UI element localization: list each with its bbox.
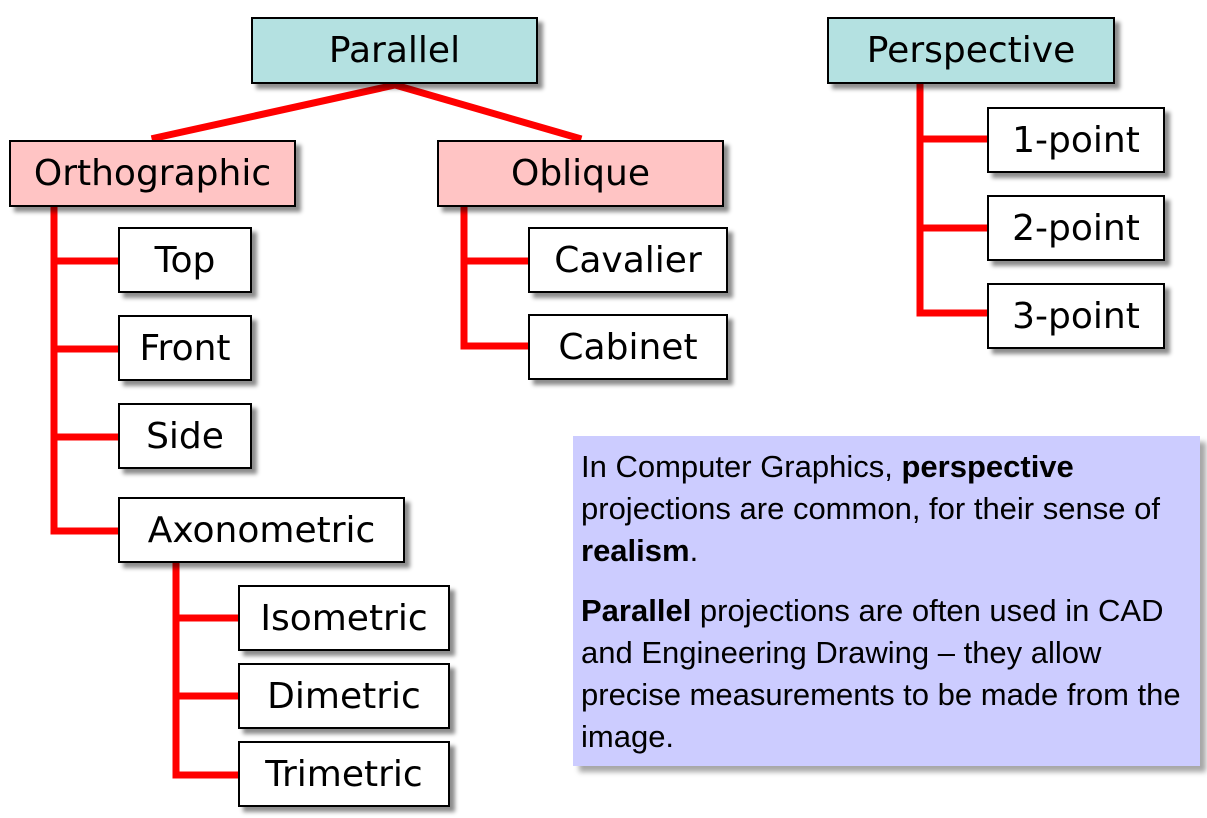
node-one-point: 1-point — [987, 107, 1165, 173]
node-cabinet: Cabinet — [528, 314, 728, 380]
node-one-point-label: 1-point — [1012, 119, 1140, 161]
node-cabinet-label: Cabinet — [558, 326, 698, 368]
node-two-point: 2-point — [987, 195, 1165, 261]
note-text: In Computer Graphics, — [581, 449, 902, 484]
node-oblique: Oblique — [437, 140, 724, 207]
node-side-label: Side — [146, 415, 224, 457]
note-emphasis-perspective: perspective — [901, 449, 1074, 484]
note-emphasis-parallel: Parallel — [581, 593, 692, 628]
note-paragraph-perspective: In Computer Graphics, perspective projec… — [581, 446, 1192, 572]
node-isometric-label: Isometric — [260, 597, 428, 639]
node-axonometric-label: Axonometric — [147, 509, 376, 551]
node-dimetric: Dimetric — [238, 663, 450, 729]
node-orthographic: Orthographic — [9, 140, 296, 207]
note-text: . — [689, 533, 699, 568]
node-perspective: Perspective — [827, 17, 1115, 84]
node-dimetric-label: Dimetric — [267, 675, 421, 717]
node-cavalier-label: Cavalier — [554, 239, 702, 281]
node-front-label: Front — [139, 327, 231, 369]
node-two-point-label: 2-point — [1012, 207, 1140, 249]
node-parallel: Parallel — [251, 17, 538, 84]
node-three-point: 3-point — [987, 283, 1165, 349]
node-top: Top — [118, 227, 252, 293]
node-top-label: Top — [154, 239, 216, 281]
connector-parallel-orthographic — [150, 80, 400, 143]
note-emphasis-realism: realism — [581, 533, 690, 568]
node-isometric: Isometric — [238, 585, 450, 651]
node-three-point-label: 3-point — [1012, 295, 1140, 337]
node-parallel-label: Parallel — [328, 30, 461, 71]
node-orthographic-label: Orthographic — [33, 153, 272, 194]
node-front: Front — [118, 315, 252, 381]
note-paragraph-parallel: Parallel projections are often used in C… — [581, 590, 1192, 758]
connector-parallel-oblique — [390, 80, 583, 143]
node-side: Side — [118, 403, 252, 469]
node-cavalier: Cavalier — [528, 227, 728, 293]
node-trimetric: Trimetric — [238, 741, 450, 807]
node-perspective-label: Perspective — [866, 30, 1076, 71]
node-oblique-label: Oblique — [510, 153, 650, 194]
note-text: projections are often used in CAD and En… — [581, 593, 1181, 754]
node-trimetric-label: Trimetric — [265, 753, 423, 795]
note-text: projections are common, for their sense … — [581, 491, 1160, 526]
explanation-note: In Computer Graphics, perspective projec… — [573, 436, 1200, 766]
node-axonometric: Axonometric — [118, 497, 405, 563]
